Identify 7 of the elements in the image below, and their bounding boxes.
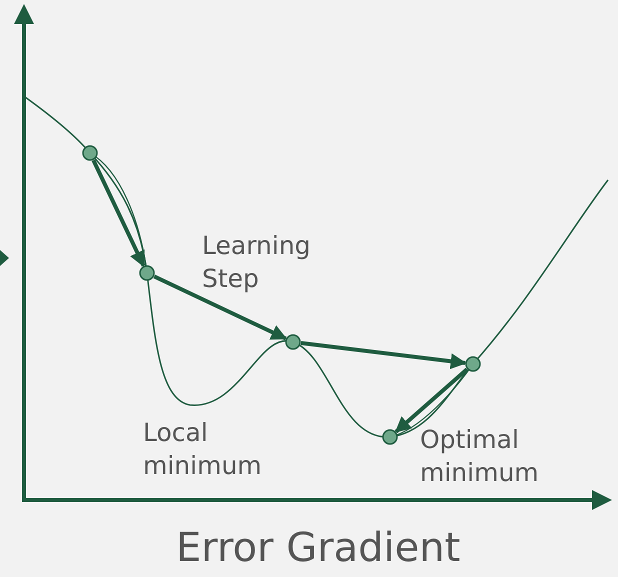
arrow bbox=[153, 274, 288, 340]
axis-title: Error Gradient bbox=[176, 524, 462, 573]
arrow bbox=[92, 159, 146, 268]
minimum-label: Local minimum bbox=[143, 417, 263, 482]
step-label: Learning Step bbox=[202, 230, 312, 294]
minimum-label: Optimal minimum bbox=[420, 424, 540, 488]
arrow bbox=[300, 340, 467, 370]
